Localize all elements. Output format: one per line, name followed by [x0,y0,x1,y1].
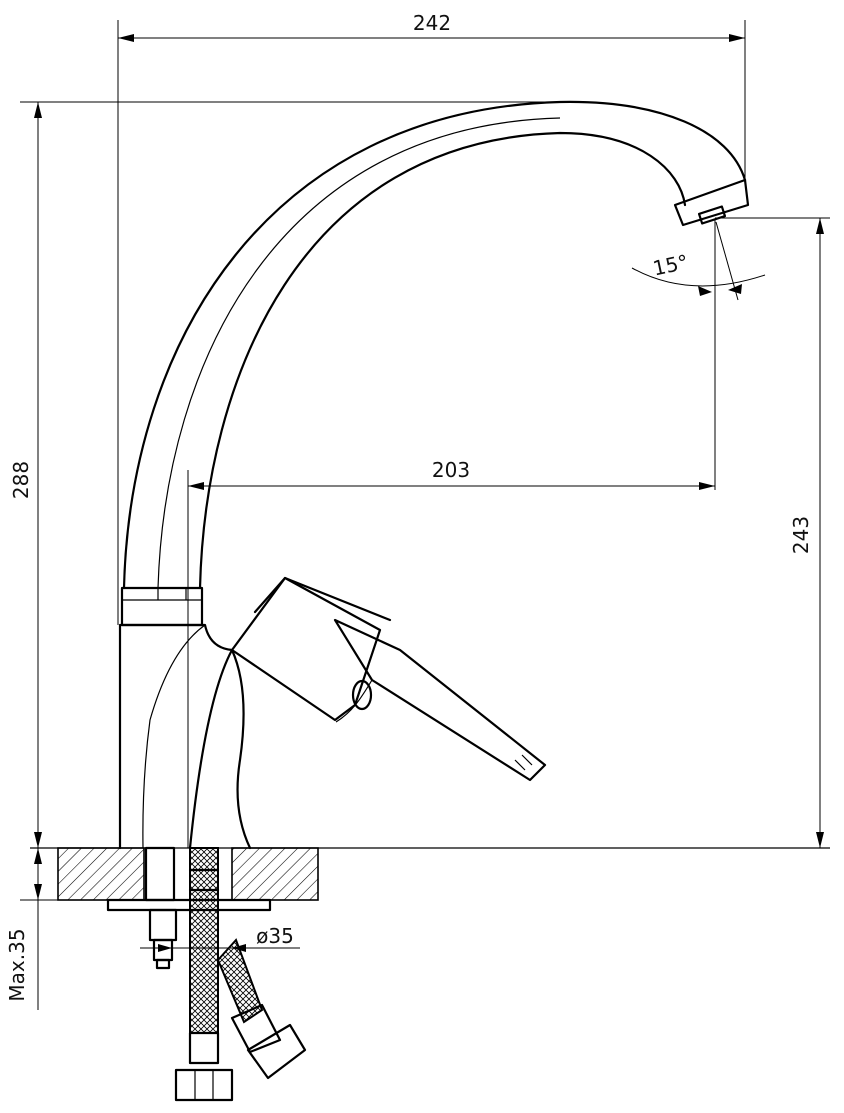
dimension-total-height: 288 [9,101,560,848]
faucet-body [118,586,252,850]
dimension-total-reach-label: 242 [413,11,451,35]
supply-hose-angled [216,938,307,1080]
dimension-swivel-angle: 15° [631,221,766,301]
countertop-section [30,847,830,901]
dimension-spout-height: 243 [715,217,830,848]
dimension-swivel-angle-label: 15° [651,250,691,281]
handle-lever [230,576,547,782]
dimension-spout-height-label: 243 [789,516,813,554]
dimension-max-deck-thickness: Max.35 [5,848,108,1010]
supply-hose-straight [174,847,234,1102]
dimension-total-reach: 242 [117,11,746,625]
spout [122,100,750,590]
dimension-max-deck-thickness-label: Max.35 [5,928,29,1001]
dimension-total-height-label: 288 [9,461,33,499]
dimension-hole-diameter: ø35 [140,924,300,952]
dimension-spout-reach: 203 [187,220,716,848]
dimension-hole-diameter-label: ø35 [256,924,294,948]
dimension-spout-reach-label: 203 [432,458,470,482]
